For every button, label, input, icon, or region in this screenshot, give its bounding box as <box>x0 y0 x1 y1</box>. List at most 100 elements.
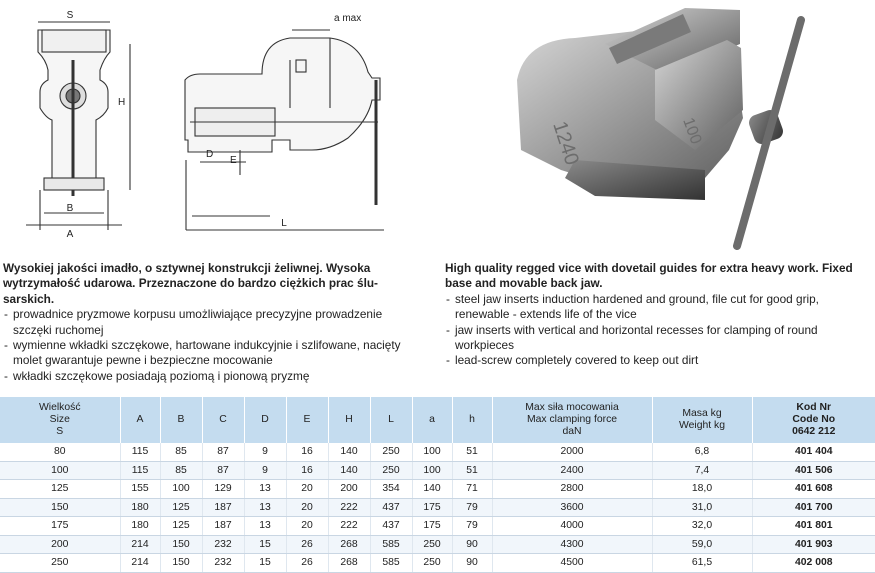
cell-size: 250 <box>0 553 121 573</box>
cell-weight: 6,8 <box>652 443 753 462</box>
col-h-upper: H <box>328 397 371 443</box>
cell-e: 26 <box>286 535 329 554</box>
cell-e: 16 <box>286 461 329 480</box>
col-a-upper: A <box>120 397 161 443</box>
cell-a-lower: 250 <box>412 553 453 573</box>
dim-label-s: S <box>67 10 74 21</box>
cell-h-upper: 222 <box>328 516 371 536</box>
feature-item: lead-screw completely covered to keep ou… <box>445 353 873 369</box>
movable-jaw <box>655 40 743 150</box>
cell-l: 437 <box>370 516 413 536</box>
dim-label-b: B <box>67 203 74 214</box>
cell-l: 585 <box>370 553 413 573</box>
cell-e: 20 <box>286 516 329 536</box>
cell-clamping-force: 2400 <box>492 461 653 480</box>
cell-h-upper: 140 <box>328 461 371 480</box>
cell-h-upper: 222 <box>328 498 371 517</box>
cell-weight: 7,4 <box>652 461 753 480</box>
cell-d: 13 <box>244 498 287 517</box>
cell-b: 150 <box>160 535 203 554</box>
cell-clamping-force: 4300 <box>492 535 653 554</box>
cell-d: 13 <box>244 516 287 536</box>
cell-a-upper: 180 <box>120 516 161 536</box>
cell-c: 87 <box>202 461 245 480</box>
cell-h-lower: 90 <box>452 553 493 573</box>
cell-size: 200 <box>0 535 121 554</box>
cell-e: 20 <box>286 479 329 499</box>
dim-label-e: E <box>230 155 237 166</box>
cell-h-upper: 268 <box>328 553 371 573</box>
vice-base <box>565 160 705 200</box>
cell-d: 15 <box>244 535 287 554</box>
description-polish: Wysokiej jakości imadło, o sztywnej kons… <box>3 261 423 385</box>
cell-h-lower: 51 <box>452 443 493 462</box>
cell-code: 402 008 <box>752 553 875 573</box>
cell-a-upper: 115 <box>120 443 161 462</box>
cell-c: 232 <box>202 535 245 554</box>
cell-code: 401 608 <box>752 479 875 499</box>
col-b: B <box>160 397 203 443</box>
cell-b: 150 <box>160 553 203 573</box>
cell-a-upper: 214 <box>120 535 161 554</box>
cell-clamping-force: 4500 <box>492 553 653 573</box>
cell-c: 232 <box>202 553 245 573</box>
cell-weight: 61,5 <box>652 553 753 573</box>
feature-item: wkładki szczękowe posiadają poziomą i pi… <box>3 369 423 385</box>
description-english-lead: High quality regged vice with dovetail g… <box>445 261 853 291</box>
description-english: High quality regged vice with dovetail g… <box>445 261 873 369</box>
col-e: E <box>286 397 329 443</box>
cell-b: 85 <box>160 461 203 480</box>
cell-d: 9 <box>244 461 287 480</box>
cell-code: 401 404 <box>752 443 875 462</box>
cell-e: 16 <box>286 443 329 462</box>
dim-label-a-upper: A <box>67 229 74 240</box>
cell-e: 26 <box>286 553 329 573</box>
cell-h-lower: 79 <box>452 498 493 517</box>
col-l: L <box>370 397 413 443</box>
cell-clamping-force: 2000 <box>492 443 653 462</box>
cell-size: 175 <box>0 516 121 536</box>
cell-weight: 31,0 <box>652 498 753 517</box>
cell-h-lower: 51 <box>452 461 493 480</box>
cell-b: 125 <box>160 516 203 536</box>
col-h-lower: h <box>452 397 493 443</box>
cell-h-lower: 71 <box>452 479 493 499</box>
description-english-features: steel jaw inserts induction hardened and… <box>445 292 873 369</box>
cell-clamping-force: 2800 <box>492 479 653 499</box>
cell-l: 585 <box>370 535 413 554</box>
cell-a-lower: 250 <box>412 535 453 554</box>
cell-code: 401 506 <box>752 461 875 480</box>
cell-a-upper: 155 <box>120 479 161 499</box>
cell-clamping-force: 4000 <box>492 516 653 536</box>
cell-h-lower: 79 <box>452 516 493 536</box>
cell-h-upper: 268 <box>328 535 371 554</box>
cell-c: 187 <box>202 498 245 517</box>
cell-size: 125 <box>0 479 121 499</box>
cell-a-upper: 115 <box>120 461 161 480</box>
cell-clamping-force: 3600 <box>492 498 653 517</box>
cell-c: 87 <box>202 443 245 462</box>
dim-label-a-max: a max <box>334 13 361 24</box>
cell-a-lower: 175 <box>412 498 453 517</box>
cell-weight: 18,0 <box>652 479 753 499</box>
cell-b: 100 <box>160 479 203 499</box>
cell-weight: 32,0 <box>652 516 753 536</box>
cell-a-lower: 175 <box>412 516 453 536</box>
cell-l: 250 <box>370 461 413 480</box>
front-view-base <box>43 177 105 191</box>
description-polish-features: prowadnice pryzmowe korpusu umożliwiając… <box>3 307 423 384</box>
cell-a-upper: 214 <box>120 553 161 573</box>
cell-h-lower: 90 <box>452 535 493 554</box>
dim-label-h: H <box>118 97 125 108</box>
cell-code: 401 801 <box>752 516 875 536</box>
